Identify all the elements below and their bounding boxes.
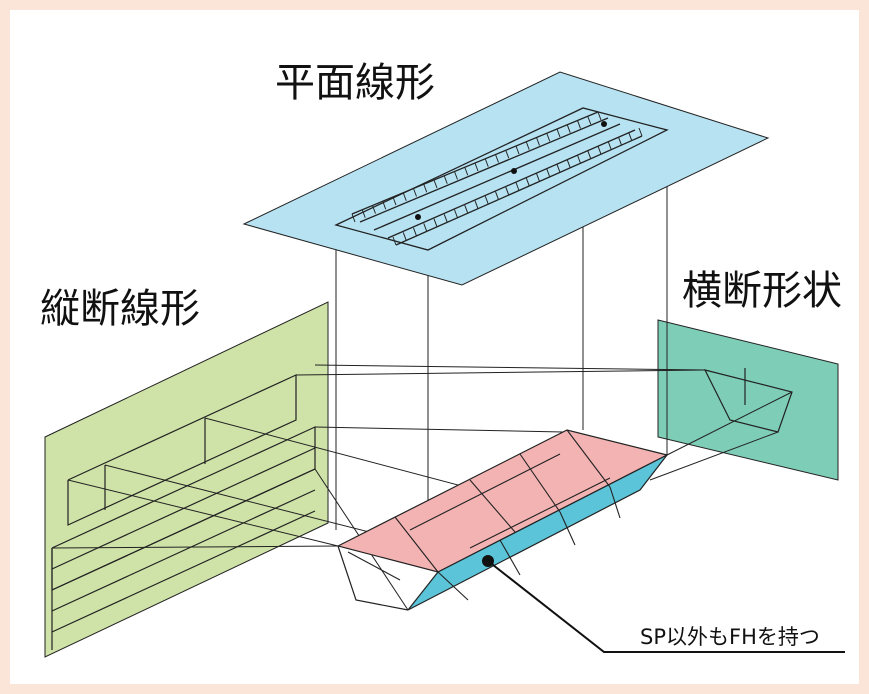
lane-tick <box>556 164 561 173</box>
lane-tick <box>587 116 592 125</box>
lane-tick <box>515 182 520 191</box>
lane-tick <box>413 227 417 237</box>
lane-tick <box>484 195 489 205</box>
lane-tick <box>464 167 469 176</box>
lane-tick <box>423 223 428 232</box>
lane-tick <box>556 128 561 138</box>
lane-tick <box>577 155 581 164</box>
lane-tick <box>607 141 612 150</box>
lane-tick <box>402 232 407 241</box>
lane-tick <box>495 154 499 163</box>
lane-tick <box>587 150 592 159</box>
lane-tick <box>433 179 438 189</box>
callout-leader <box>487 560 845 653</box>
profile-label: 縦断線形 <box>40 286 200 332</box>
plan-label: 平面線形 <box>275 60 435 106</box>
plan-plane <box>242 71 770 286</box>
road-side-surface <box>407 454 668 611</box>
lane-tick <box>546 133 551 142</box>
lane-tick <box>618 136 622 146</box>
profile-plane <box>44 301 329 658</box>
lane-tick <box>361 209 366 218</box>
cross-section-label: 横断形状 <box>682 268 842 314</box>
lane-tick <box>597 145 602 155</box>
lane-tick <box>505 150 510 159</box>
lane-tick <box>423 184 428 193</box>
profile-plane-fill <box>44 301 329 658</box>
lane-tick <box>474 162 479 172</box>
lane-tick <box>484 158 489 167</box>
lane-tick <box>402 192 407 201</box>
lane-tick <box>443 175 448 184</box>
lane-tick <box>413 188 417 197</box>
lane-tick <box>536 173 540 182</box>
cross-section-plane <box>657 319 839 481</box>
lane-tick <box>392 236 397 246</box>
callout-label: SP以外もFHを持つ <box>640 625 820 649</box>
lane-tick <box>474 200 479 209</box>
plan-plane-fill <box>242 71 770 286</box>
lane-tick <box>536 137 540 146</box>
cross-section-plane-fill <box>657 319 839 481</box>
lane-tick <box>392 196 397 206</box>
lane-tick <box>597 111 602 121</box>
lane-tick <box>454 171 458 180</box>
lane-tick <box>638 127 643 137</box>
lane-tick <box>505 186 510 196</box>
lane-tick <box>454 209 458 218</box>
lane-tick <box>525 177 530 187</box>
lane-tick <box>577 120 581 129</box>
lane-tick <box>628 132 633 141</box>
lane-tick <box>495 191 499 200</box>
lane-tick <box>433 218 438 228</box>
lane-tick <box>443 214 448 223</box>
road-body <box>336 429 669 611</box>
lane-tick <box>566 124 571 133</box>
lane-tick <box>566 159 571 168</box>
lane-tick <box>546 168 551 178</box>
lane-tick <box>382 201 387 210</box>
lane-tick <box>464 205 469 214</box>
lane-tick <box>515 145 520 155</box>
lane-tick <box>351 213 356 223</box>
lane-tick <box>372 205 376 214</box>
lane-tick <box>525 141 530 150</box>
